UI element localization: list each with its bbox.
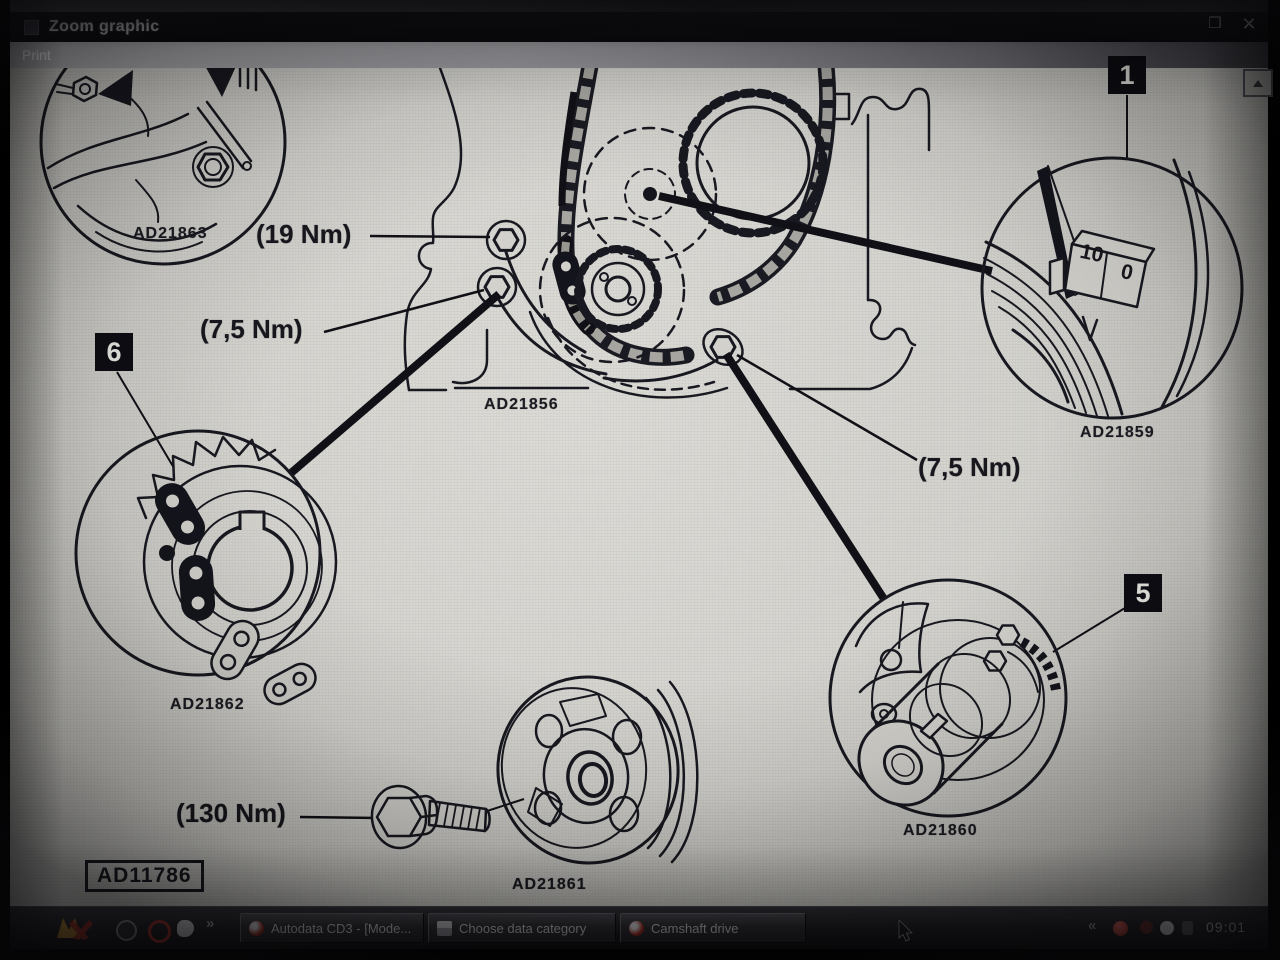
start-logo[interactable] bbox=[55, 914, 95, 942]
quick-launch-globe-icon[interactable] bbox=[116, 920, 137, 941]
app-icon bbox=[24, 19, 39, 35]
scroll-button[interactable] bbox=[1243, 69, 1273, 97]
taskbar: » Autodata CD3 - [Mode... Choose data ca… bbox=[10, 906, 1268, 949]
timing-mark-detail bbox=[982, 158, 1242, 418]
exhaust-sprocket-phantom bbox=[584, 128, 716, 260]
desktop-top-strip bbox=[10, 0, 1268, 12]
crank-bolt bbox=[369, 783, 490, 850]
taskbar-button-camshaft-drive[interactable]: Camshaft drive bbox=[620, 913, 806, 943]
callout-6: 6 bbox=[95, 333, 133, 371]
taskbar-button-label: Camshaft drive bbox=[651, 920, 739, 936]
tray-icon-dark[interactable] bbox=[1182, 921, 1193, 935]
torque-label-tensioner-left: (7,5 Nm) bbox=[200, 314, 303, 344]
taskbar-button-label: Autodata CD3 - [Mode... bbox=[271, 920, 412, 936]
mouse-cursor bbox=[898, 920, 913, 942]
quick-launch-overflow-chevron[interactable]: » bbox=[206, 915, 215, 932]
taskbar-button-choose-data-category[interactable]: Choose data category bbox=[428, 913, 616, 943]
callout-5: 5 bbox=[1124, 574, 1162, 612]
torque-label-crank-bolt: (130 Nm) bbox=[176, 798, 286, 828]
crank-pulley bbox=[486, 665, 697, 874]
ref-label-timing-marks: AD21859 bbox=[1080, 424, 1155, 441]
cam-sprocket bbox=[683, 93, 823, 233]
ref-label-cam-detail: AD21863 bbox=[133, 225, 208, 242]
ref-label-pulley: AD21861 bbox=[512, 876, 587, 893]
callout-1: 1 bbox=[1108, 56, 1146, 94]
tray-overflow-chevron[interactable]: « bbox=[1088, 917, 1097, 934]
quick-launch-dove-icon[interactable] bbox=[177, 920, 194, 937]
arrow-up-icon bbox=[1253, 79, 1263, 87]
quick-launch-opera-icon[interactable] bbox=[148, 920, 171, 943]
bolt-75nm-right bbox=[697, 322, 750, 372]
front-cover-outline bbox=[405, 68, 929, 390]
autodata-app-icon bbox=[249, 920, 264, 936]
menu-print[interactable]: Print bbox=[22, 47, 51, 63]
taskbar-button-label: Choose data category bbox=[459, 920, 587, 936]
timing-arrow-left bbox=[98, 70, 133, 106]
document-ref-box: AD11786 bbox=[85, 860, 204, 892]
window-titlebar: Zoom graphic ❐ ✕ bbox=[10, 12, 1268, 42]
timing-mark-10: 10 bbox=[1077, 239, 1106, 268]
crank-nose-detail bbox=[830, 580, 1066, 822]
taskbar-clock: 09:01 bbox=[1206, 919, 1247, 935]
ref-label-crank-nose: AD21860 bbox=[903, 822, 978, 839]
torque-label-cam-bolt: (19 Nm) bbox=[256, 219, 352, 249]
camshaft-drive-icon bbox=[629, 920, 644, 936]
tray-icon-red-dim[interactable] bbox=[1140, 921, 1153, 934]
ref-label-center: AD21856 bbox=[484, 396, 559, 413]
ref-label-crank-sprocket: AD21862 bbox=[170, 696, 245, 713]
data-category-icon bbox=[437, 920, 452, 936]
tray-icon-white[interactable] bbox=[1160, 921, 1174, 935]
torque-label-tensioner-right: (7,5 Nm) bbox=[918, 452, 1021, 482]
restore-icon[interactable]: ❐ bbox=[1208, 15, 1222, 32]
tray-icon-red[interactable] bbox=[1113, 921, 1128, 936]
taskbar-button-autodata[interactable]: Autodata CD3 - [Mode... bbox=[240, 913, 424, 943]
menu-bar: Print bbox=[10, 42, 1268, 69]
window-title: Zoom graphic bbox=[49, 18, 160, 35]
close-icon[interactable]: ✕ bbox=[1241, 14, 1257, 34]
